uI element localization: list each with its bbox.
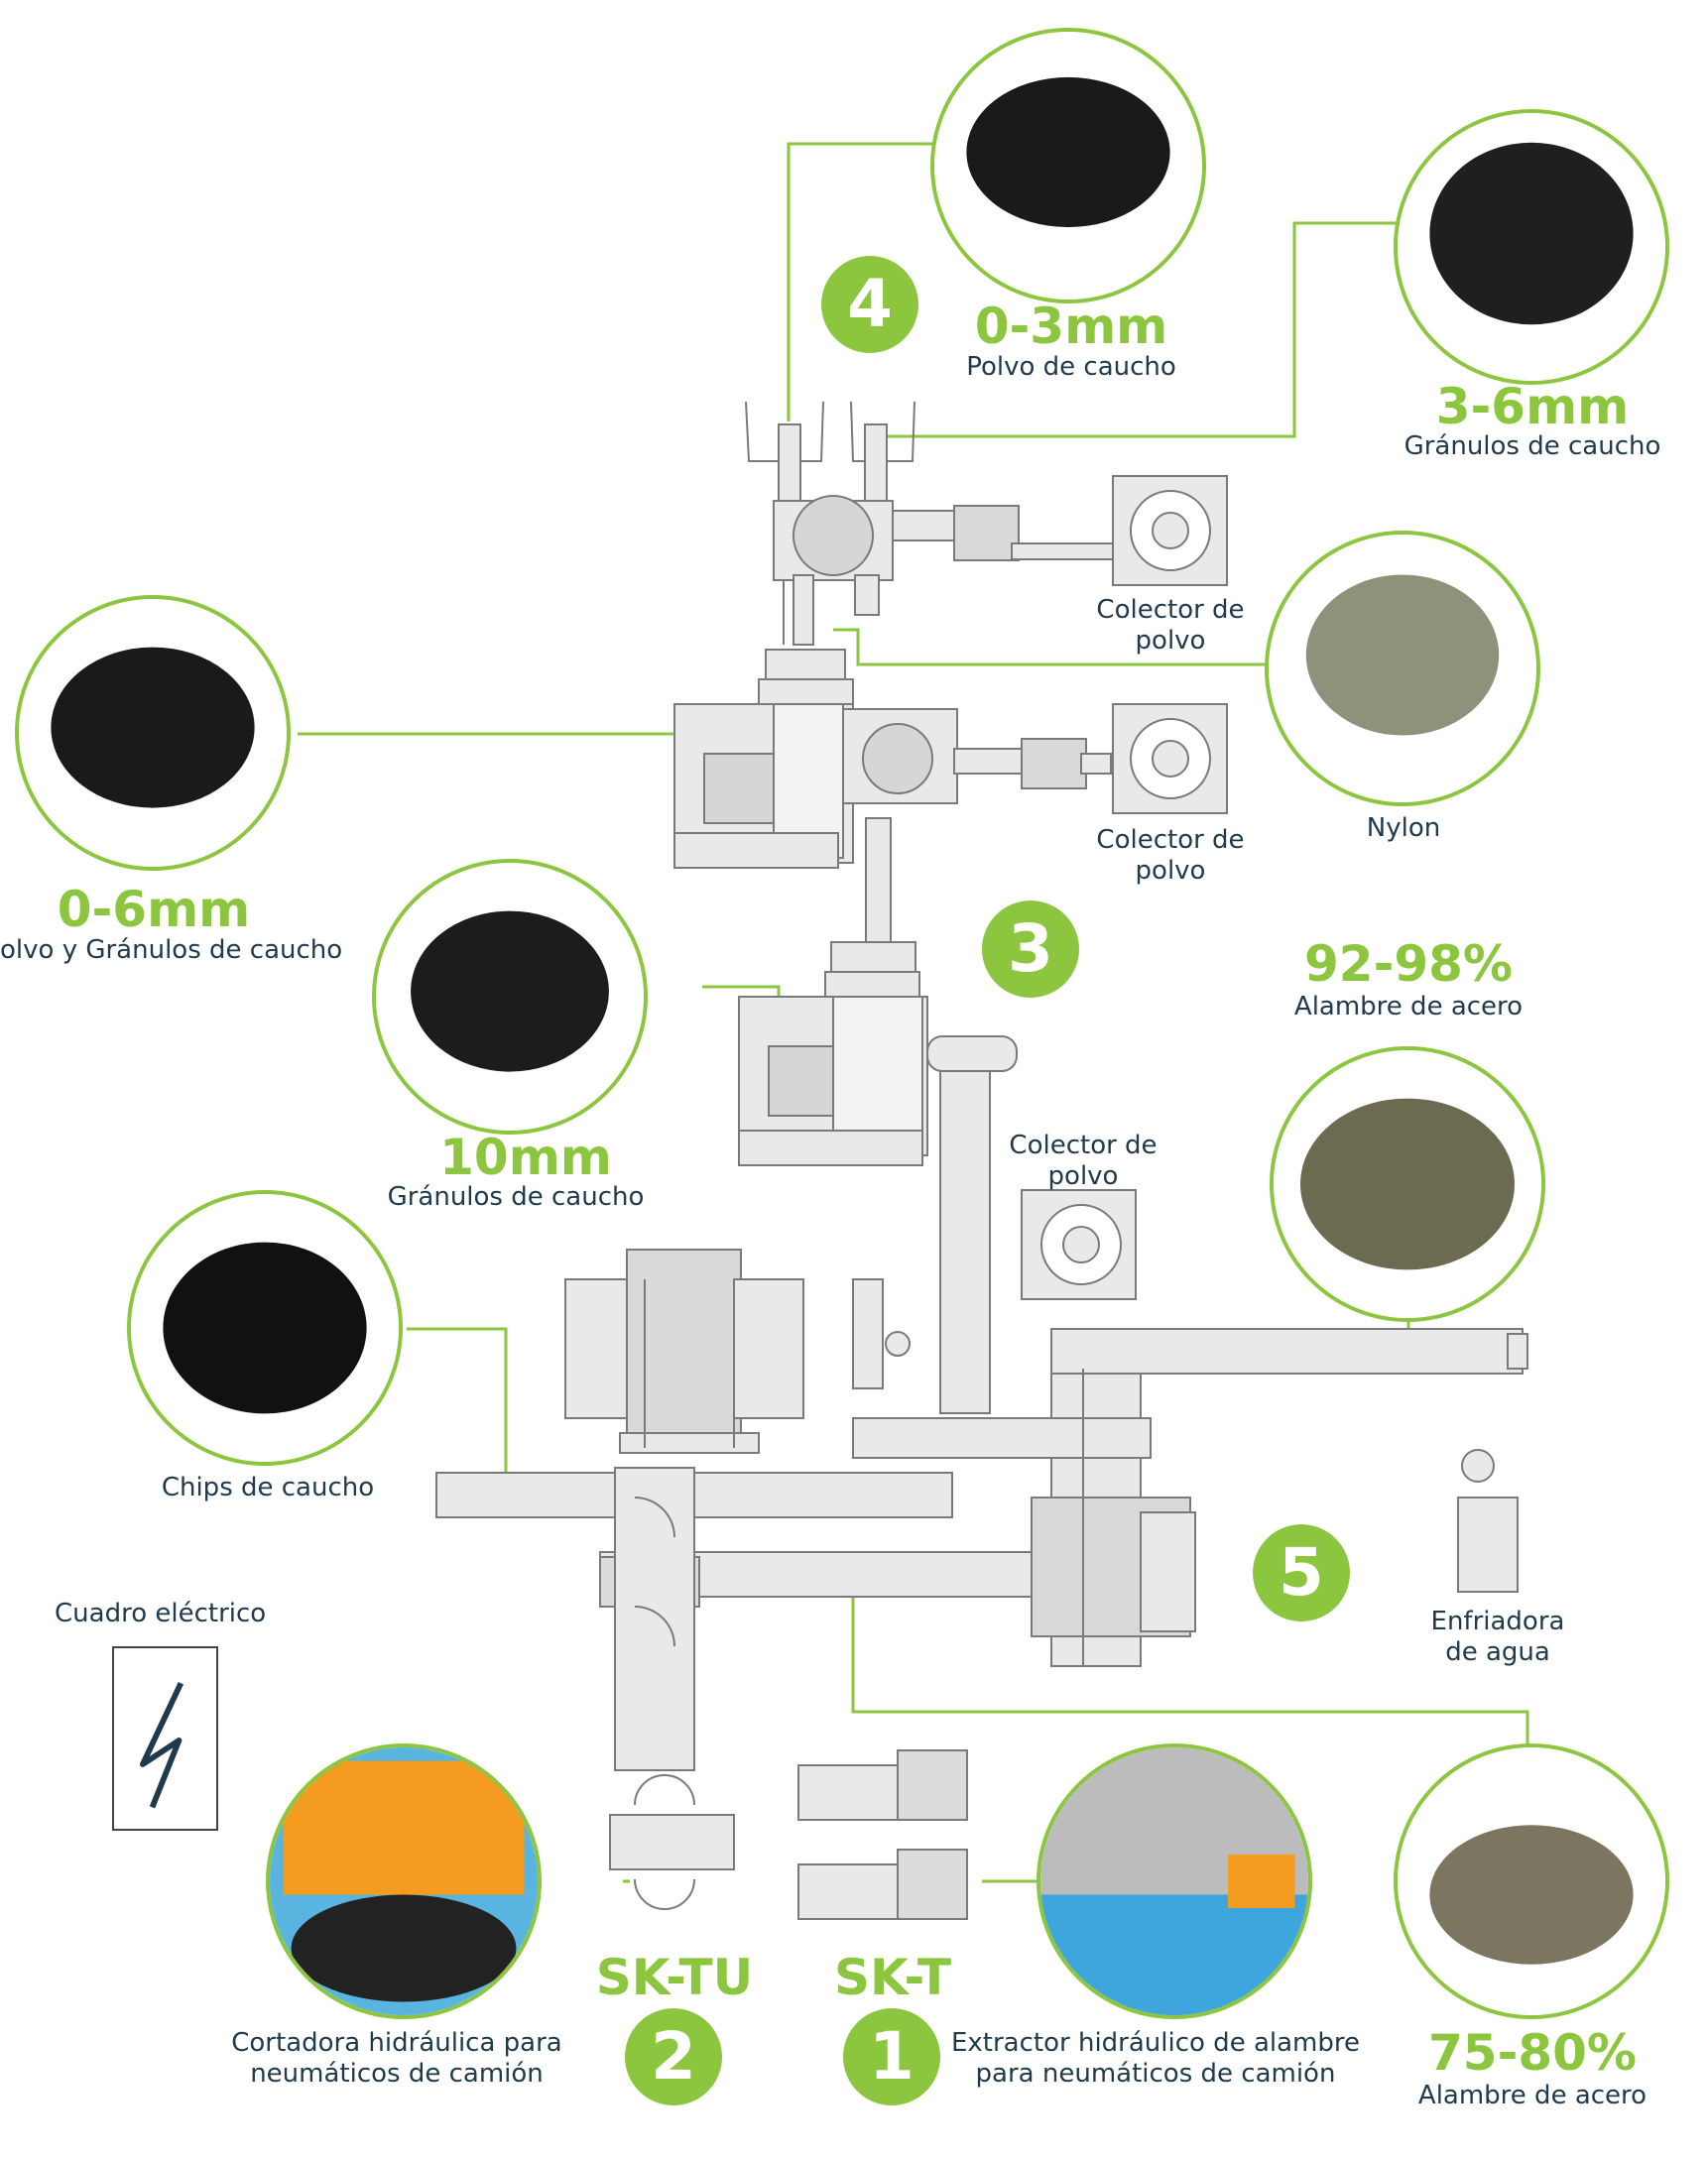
name-0-6mm: olvo y Gránulos de caucho xyxy=(0,935,343,965)
step-5-badge: 5 xyxy=(1253,1524,1350,1621)
step-3-badge: 3 xyxy=(982,900,1079,998)
name-3-6mm: Gránulos de caucho xyxy=(1403,431,1661,461)
product-thumb-steel-92-98 xyxy=(1270,1046,1545,1322)
product-thumb-steel-75-80 xyxy=(1394,1743,1669,2019)
product-thumb-10mm xyxy=(372,859,648,1135)
name-nylon: Nylon xyxy=(1366,813,1441,843)
machine-details xyxy=(644,580,1084,1666)
size-3-6mm: 3-6mm xyxy=(1435,378,1630,435)
cutter-label: Cortadora hidráulica para neumáticos de … xyxy=(231,2028,562,2089)
product-thumb-3-6mm xyxy=(1394,109,1669,385)
name-10mm: Gránulos de caucho xyxy=(387,1182,645,1212)
name-75-80: Alambre de acero xyxy=(1417,2081,1647,2110)
size-0-6mm: 0-6mm xyxy=(57,881,251,938)
water-chiller-label: Enfriadora de agua xyxy=(1430,1607,1565,1667)
extractor-label: Extractor hidráulico de alambre para neu… xyxy=(950,2028,1360,2089)
step-2-badge: 2 xyxy=(625,2008,722,2105)
size-10mm: 10mm xyxy=(439,1129,612,1186)
model-sk-t: SK-T xyxy=(834,1949,951,2006)
product-thumb-0-3mm xyxy=(930,28,1206,303)
product-thumb-chips xyxy=(127,1190,403,1466)
electrical-panel xyxy=(112,1646,218,1831)
machines xyxy=(435,401,1528,1920)
size-92-98: 92-98% xyxy=(1303,935,1513,993)
leader-lines xyxy=(298,142,1529,1883)
size-0-3mm: 0-3mm xyxy=(974,298,1168,355)
lightning-bolt-icon xyxy=(139,1681,183,1809)
step-4-badge: 4 xyxy=(821,256,918,353)
name-chips: Chips de caucho xyxy=(161,1473,375,1502)
product-thumb-nylon xyxy=(1265,531,1540,806)
size-75-80: 75-80% xyxy=(1427,2024,1637,2082)
name-92-98: Alambre de acero xyxy=(1293,992,1524,1021)
dust-collector-label-2: Colector de polvo xyxy=(1096,825,1245,886)
dust-collector-label-1: Colector de polvo xyxy=(1096,595,1245,656)
machine-thumb-cutter xyxy=(266,1743,542,2019)
product-thumb-0-6mm xyxy=(15,595,291,871)
dust-collector-label-3: Colector de polvo xyxy=(1009,1131,1158,1191)
machine-thumb-extractor xyxy=(1037,1743,1312,2019)
name-0-3mm: Polvo de caucho xyxy=(966,352,1176,382)
model-sk-tu: SK-TU xyxy=(595,1949,754,2006)
step-1-badge: 1 xyxy=(843,2008,940,2105)
electrical-panel-label: Cuadro eléctrico xyxy=(55,1599,267,1628)
